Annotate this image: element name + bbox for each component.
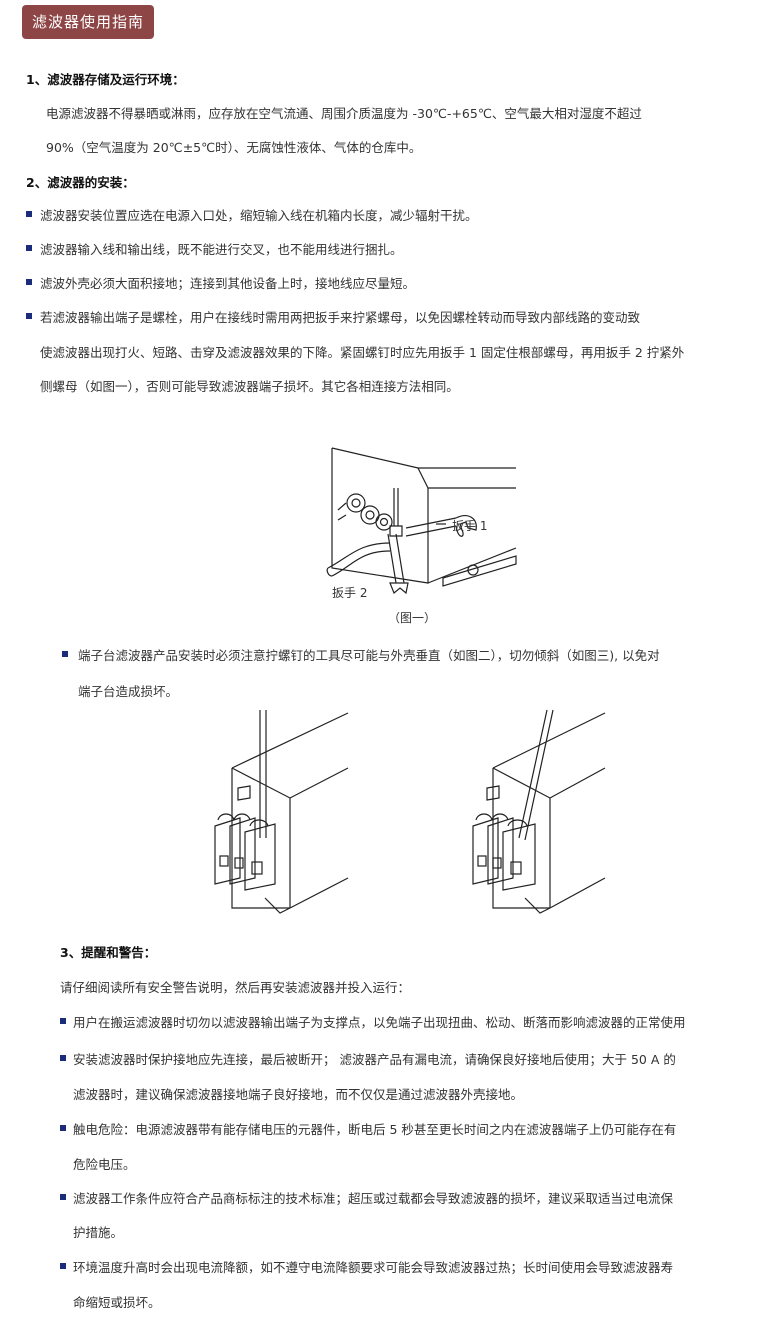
- section3-bullet2-line1: 安装滤波器时保护接地应先连接，最后被断开； 滤波器产品有漏电流，请确保良好接地后…: [73, 1052, 676, 1067]
- bullet-marker: [60, 1018, 66, 1024]
- section3-bullet2-line2: 滤波器时，建议确保滤波器接地端子良好接地，而不仅仅是通过滤波器外壳接地。: [73, 1087, 524, 1102]
- page-title: 滤波器使用指南: [22, 5, 155, 39]
- section2-bullet1: 滤波器安装位置应选在电源入口处，缩短输入线在机箱内长度，减少辐射干扰。: [40, 208, 478, 223]
- bullet-marker: [60, 1055, 66, 1061]
- bullet-marker: [26, 211, 32, 217]
- section3-bullet1: 用户在搬运滤波器时切勿以滤波器输出端子为支撑点，以免端子出现扭曲、松动、断落而影…: [73, 1015, 686, 1030]
- section2-bullet4-line2: 使滤波器出现打火、短路、击穿及滤波器效果的下降。紧固螺钉时应先用扳手 1 固定住…: [40, 345, 685, 360]
- section3-bullet3-line2: 危险电压。: [73, 1157, 136, 1172]
- bullet-marker: [26, 245, 32, 251]
- section3-bullet5-line2: 命缩短或损坏。: [73, 1295, 161, 1310]
- section2-heading: 2、滤波器的安装：: [26, 175, 135, 190]
- section3-bullet4-line1: 滤波器工作条件应符合产品商标标注的技术标准；超压或过载都会导致滤波器的损坏，建议…: [73, 1191, 674, 1206]
- section1-heading: 1、滤波器存储及运行环境：: [26, 72, 185, 87]
- section3-bullet4-line2: 护措施。: [73, 1225, 124, 1240]
- figure2-vertical-tool-illustration: [210, 708, 360, 918]
- figure1-caption: （图一）: [388, 611, 437, 625]
- figure1-wrench-illustration: [318, 418, 528, 603]
- bullet-marker: [26, 313, 32, 319]
- section1-line2: 90%（空气温度为 20℃±5℃时）、无腐蚀性液体、气体的仓库中。: [46, 140, 422, 155]
- bullet-marker: [60, 1125, 66, 1131]
- section2-bullet5-line1: 端子台滤波器产品安装时必须注意拧螺钉的工具尽可能与外壳垂直（如图二），切勿倾斜（…: [78, 648, 660, 663]
- section2-bullet5-line2: 端子台造成损坏。: [78, 684, 179, 699]
- section3-heading: 3、提醒和警告：: [60, 945, 157, 960]
- section2-bullet4-line1: 若滤波器输出端子是螺栓，用户在接线时需用两把扳手来拧紧螺母，以免因螺栓转动而导致…: [40, 310, 641, 325]
- section1-line1: 电源滤波器不得暴晒或淋雨，应存放在空气流通、周围介质温度为 -30℃-+65℃、…: [46, 106, 642, 121]
- section2-bullet2: 滤波器输入线和输出线，既不能进行交叉，也不能用线进行捆扎。: [40, 242, 403, 257]
- section3-intro: 请仔细阅读所有安全警告说明，然后再安装滤波器并投入运行：: [60, 980, 411, 995]
- section2-bullet3: 滤波外壳必须大面积接地；连接到其他设备上时，接地线应尽量短。: [40, 276, 416, 291]
- bullet-marker: [26, 279, 32, 285]
- figure3-tilted-tool-illustration: [465, 708, 615, 918]
- section3-bullet3-line1: 触电危险：电源滤波器带有能存储电压的元器件，断电后 5 秒甚至更长时间之内在滤波…: [73, 1122, 677, 1137]
- bullet-marker: [62, 651, 68, 657]
- bullet-marker: [60, 1194, 66, 1200]
- section3-bullet5-line1: 环境温度升高时会出现电流降额，如不遵守电流降额要求可能会导致滤波器过热；长时间使…: [73, 1260, 674, 1275]
- wrench1-label: 扳手 1: [452, 519, 488, 533]
- wrench2-label: 扳手 2: [332, 586, 368, 600]
- section2-bullet4-line3: 侧螺母（如图一），否则可能导致滤波器端子损坏。其它各相连接方法相同。: [40, 379, 459, 394]
- bullet-marker: [60, 1263, 66, 1269]
